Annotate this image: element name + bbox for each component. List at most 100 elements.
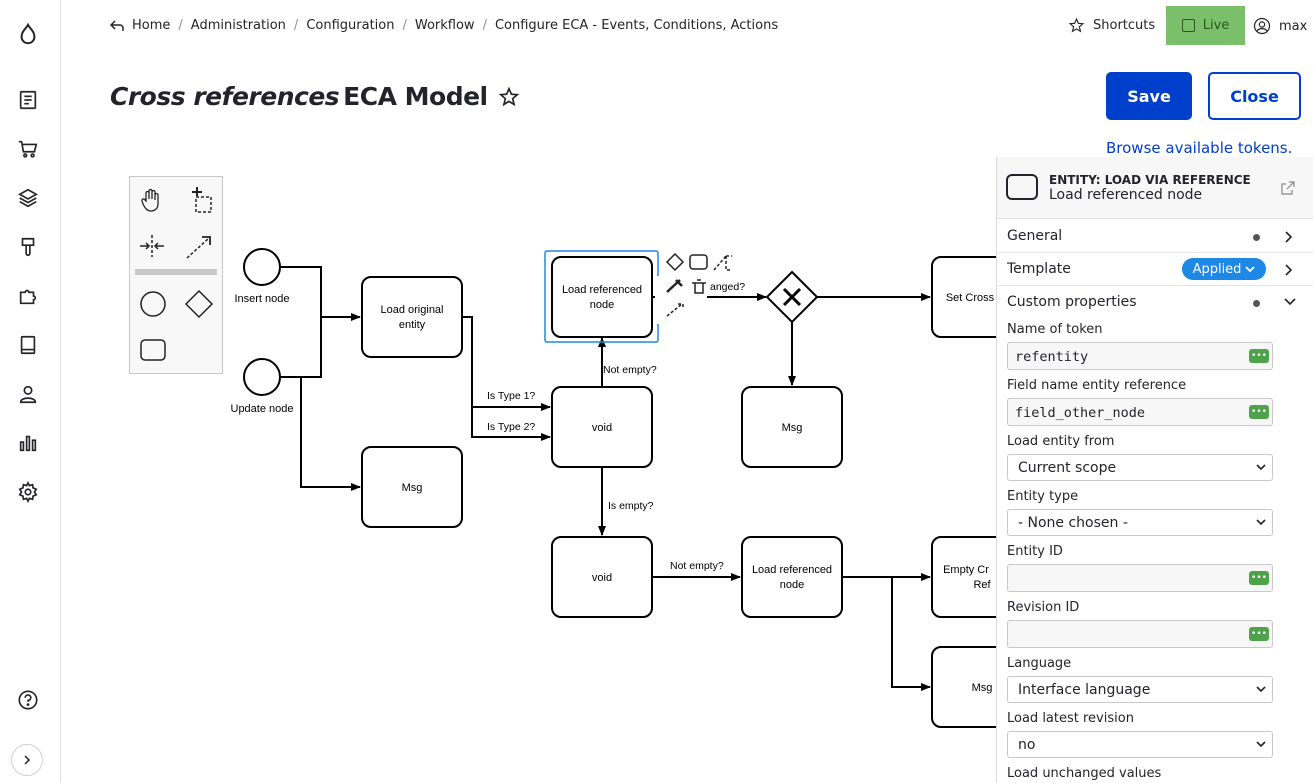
load-from-select[interactable]: Current scope (1007, 454, 1273, 481)
breadcrumb-workflow[interactable]: Workflow (414, 18, 475, 33)
append-gateway-icon[interactable] (665, 252, 685, 272)
configuration-gear-icon[interactable] (16, 480, 40, 504)
task-msg-2[interactable] (741, 386, 843, 468)
appearance-brush-icon[interactable] (16, 235, 40, 259)
space-tool-icon[interactable] (137, 231, 167, 261)
task-label-msg-1: Msg (402, 482, 423, 494)
breadcrumb: Home / Administration / Configuration / … (110, 18, 778, 33)
drupal-logo-icon[interactable] (16, 22, 40, 46)
task-label-msg-3: Msg (972, 682, 993, 694)
favorite-star-icon[interactable] (498, 86, 520, 108)
task-void-2[interactable] (551, 536, 653, 618)
bpmn-canvas[interactable]: Insert node Update node Load original en… (61, 150, 996, 783)
template-applied-badge[interactable]: Applied (1182, 258, 1266, 280)
save-button[interactable]: Save (1106, 72, 1192, 120)
group-general[interactable]: General (997, 220, 1313, 253)
global-connect-tool-icon[interactable] (184, 231, 214, 261)
latest-revision-label: Load latest revision (1007, 711, 1134, 726)
task-msg-1[interactable] (361, 446, 463, 528)
reports-chart-icon[interactable] (16, 431, 40, 455)
help-icon[interactable] (16, 688, 40, 712)
live-toggle[interactable]: Live (1166, 6, 1245, 45)
delete-trash-icon[interactable] (692, 279, 706, 294)
task-set-cross[interactable] (931, 256, 996, 338)
top-bar: Home / Administration / Configuration / … (61, 0, 1313, 52)
task-label-empty-cr-1: Empty Cr (943, 564, 989, 576)
token-browser-icon[interactable]: ••• (1249, 571, 1269, 585)
token-browser-icon[interactable]: ••• (1249, 405, 1269, 419)
live-label: Live (1202, 18, 1230, 33)
entity-type-select[interactable]: - None chosen - (1007, 509, 1273, 536)
language-select[interactable]: Interface language (1007, 676, 1273, 703)
event-label-update: Update node (231, 403, 294, 415)
breadcrumb-configuration[interactable]: Configuration (306, 18, 395, 33)
chevron-down-icon (1256, 686, 1266, 693)
flow-label-is-type-2: Is Type 2? (487, 421, 535, 433)
start-event-insert-node[interactable] (243, 248, 281, 286)
task-void-1[interactable] (551, 386, 653, 468)
user-menu[interactable]: max (1253, 17, 1307, 35)
task-label-msg-2: Msg (782, 422, 803, 434)
revision-id-label: Revision ID (1007, 600, 1080, 615)
create-task-icon[interactable] (138, 335, 168, 365)
breadcrumb-configure-eca[interactable]: Configure ECA - Events, Conditions, Acti… (494, 18, 779, 33)
structure-layers-icon[interactable] (16, 186, 40, 210)
task-label-load-original-2: entity (399, 319, 426, 331)
group-custom-label: Custom properties (1007, 294, 1137, 310)
extend-puzzle-icon[interactable] (16, 284, 40, 308)
group-custom-properties[interactable]: Custom properties (997, 286, 1313, 319)
browse-tokens-link[interactable]: Browse available tokens. (1106, 139, 1293, 157)
commerce-cart-icon[interactable] (16, 137, 40, 161)
wrench-icon[interactable] (666, 279, 683, 293)
user-avatar-icon (1253, 17, 1271, 35)
create-event-icon[interactable] (138, 289, 168, 319)
expand-sidebar-button[interactable] (11, 744, 43, 776)
task-empty-cr-ref[interactable] (931, 536, 996, 618)
back-arrow-icon (110, 19, 124, 31)
start-event-update-node[interactable] (243, 358, 281, 396)
latest-revision-select[interactable]: no (1007, 731, 1273, 758)
entity-id-input[interactable]: ••• (1007, 564, 1273, 592)
task-label-void-1: void (592, 422, 612, 434)
flow-label-changed: anged? (710, 281, 745, 293)
task-load-original-entity[interactable] (361, 276, 463, 358)
group-template[interactable]: Template Applied (997, 253, 1313, 286)
connect-arrow-icon[interactable] (666, 303, 684, 317)
people-user-icon[interactable] (16, 382, 40, 406)
flow-label-is-type-1: Is Type 1? (487, 390, 535, 402)
token-name-input[interactable]: refentity ••• (1007, 342, 1273, 370)
flow-label-is-empty: Is empty? (608, 500, 654, 512)
shortcuts-button[interactable]: Shortcuts (1068, 17, 1155, 34)
close-button[interactable]: Close (1208, 72, 1301, 120)
create-gateway-icon[interactable] (184, 289, 214, 319)
content-icon[interactable] (16, 88, 40, 112)
group-custom-dot (1253, 300, 1260, 307)
append-task-icon[interactable] (689, 254, 708, 270)
event-label-insert: Insert node (234, 293, 289, 305)
group-general-label: General (1007, 228, 1063, 244)
exclusive-gateway[interactable] (765, 270, 819, 324)
task-load-referenced-node-2[interactable] (741, 536, 843, 618)
hand-tool-icon[interactable] (137, 185, 167, 215)
field-name-label: Field name entity reference (1007, 378, 1187, 393)
flow-label-not-empty-1: Not empty? (603, 364, 657, 376)
chevron-right-icon (24, 755, 31, 765)
reports-book-icon[interactable] (16, 333, 40, 357)
token-browser-icon[interactable]: ••• (1249, 349, 1269, 363)
breadcrumb-administration[interactable]: Administration (190, 18, 286, 33)
palette-separator (135, 269, 217, 275)
group-general-dot (1253, 234, 1260, 241)
lasso-tool-icon[interactable] (184, 185, 214, 215)
field-name-input[interactable]: field_other_node ••• (1007, 398, 1273, 426)
task-label-void-2: void (592, 572, 612, 584)
text-annotation-icon[interactable] (713, 255, 732, 271)
token-browser-icon[interactable]: ••• (1249, 627, 1269, 641)
page-title-model-name: Cross references (110, 82, 340, 111)
task-label-load-ref-1a: Load referenced (562, 284, 642, 296)
breadcrumb-home[interactable]: Home (132, 18, 171, 33)
external-link-icon[interactable] (1281, 181, 1295, 195)
task-msg-3[interactable] (931, 646, 996, 728)
task-label-load-original-1: Load original (381, 304, 444, 316)
task-load-referenced-node-selected[interactable] (551, 256, 653, 338)
revision-id-input[interactable]: ••• (1007, 620, 1273, 648)
